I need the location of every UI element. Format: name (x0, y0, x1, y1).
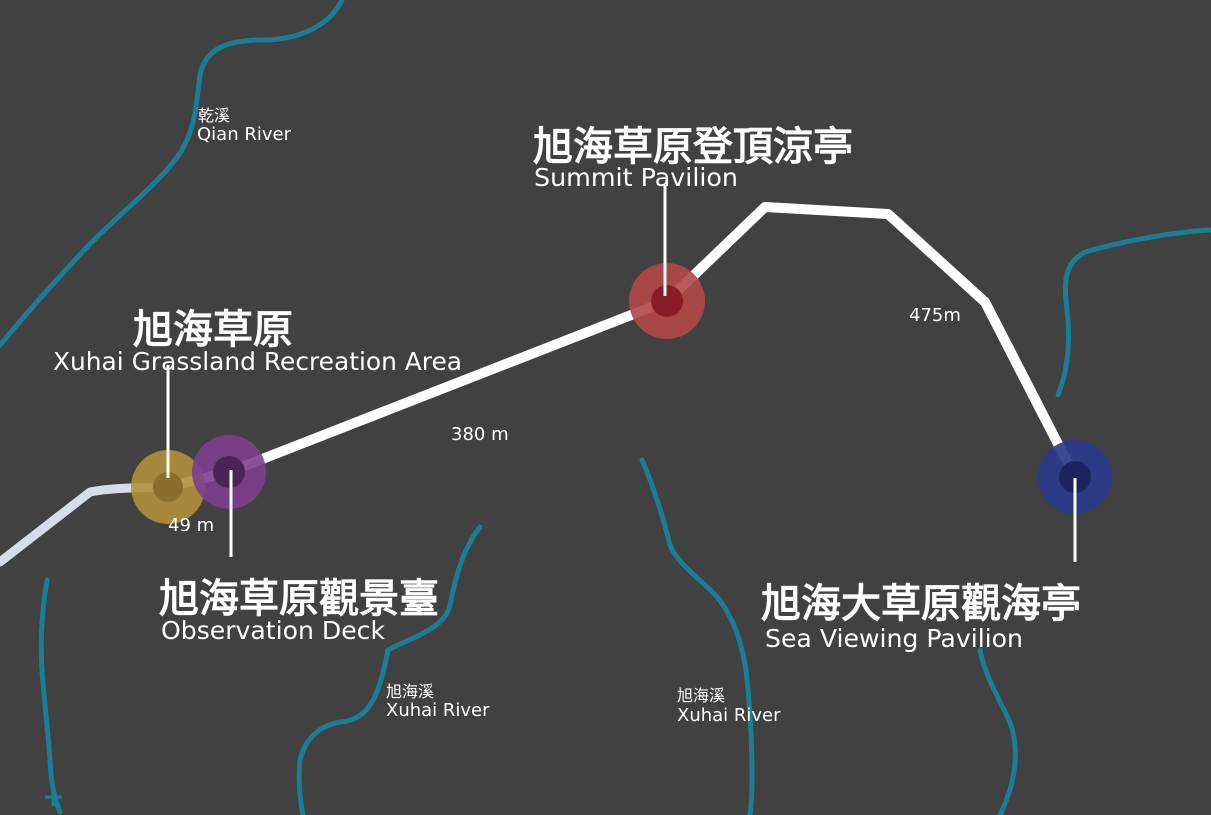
distance-label-segment-2: 380 m (451, 424, 509, 445)
river-mouth-marker (45, 790, 62, 806)
poi-label-sea-viewing-pavilion-en: Sea Viewing Pavilion (765, 624, 1023, 653)
poi-label-summit-pavilion-zh: 旭海草原登頂涼亭 (533, 124, 853, 170)
distance-label-segment-1: 49 m (168, 515, 214, 536)
river-label-qian-zh: 乾溪 (198, 106, 230, 125)
distance-label-segment-3: 475m (909, 305, 961, 326)
poi-summit-pavilion-dot (651, 285, 683, 317)
river-east (1055, 227, 1211, 398)
poi-summit-pavilion[interactable] (629, 263, 705, 339)
river-label-xuhai-1-en: Xuhai River (386, 700, 490, 721)
poi-label-observation-deck-en: Observation Deck (161, 616, 386, 645)
poi-sea-viewing-pavilion-dot (1059, 461, 1091, 493)
river-xuhai-central (639, 457, 755, 815)
river-label-xuhai-2-en: Xuhai River (677, 705, 781, 726)
river-label-qian-en: Qian River (197, 124, 292, 145)
poi-label-grassland-zh: 旭海草原 (133, 307, 293, 353)
poi-label-observation-deck-zh: 旭海草原觀景臺 (159, 576, 439, 622)
poi-grassland[interactable] (131, 450, 205, 524)
poi-observation-deck[interactable] (192, 435, 266, 509)
poi-observation-deck-dot (213, 456, 245, 488)
river-qian (0, 0, 345, 348)
poi-sea-viewing-pavilion[interactable] (1038, 440, 1112, 514)
river-west-edge (38, 577, 63, 815)
river-label-xuhai-2-zh: 旭海溪 (677, 686, 725, 705)
river-east-lower (977, 647, 1018, 815)
river-label-xuhai-1-zh: 旭海溪 (386, 682, 434, 701)
poi-label-summit-pavilion-en: Summit Pavilion (534, 163, 738, 192)
leader-lines (166, 185, 1077, 562)
poi-label-sea-viewing-pavilion-zh: 旭海大草原觀海亭 (761, 581, 1081, 627)
poi-grassland-dot (153, 472, 183, 502)
river-xuhai-west (296, 524, 483, 815)
poi-label-grassland-en: Xuhai Grassland Recreation Area (53, 347, 462, 376)
